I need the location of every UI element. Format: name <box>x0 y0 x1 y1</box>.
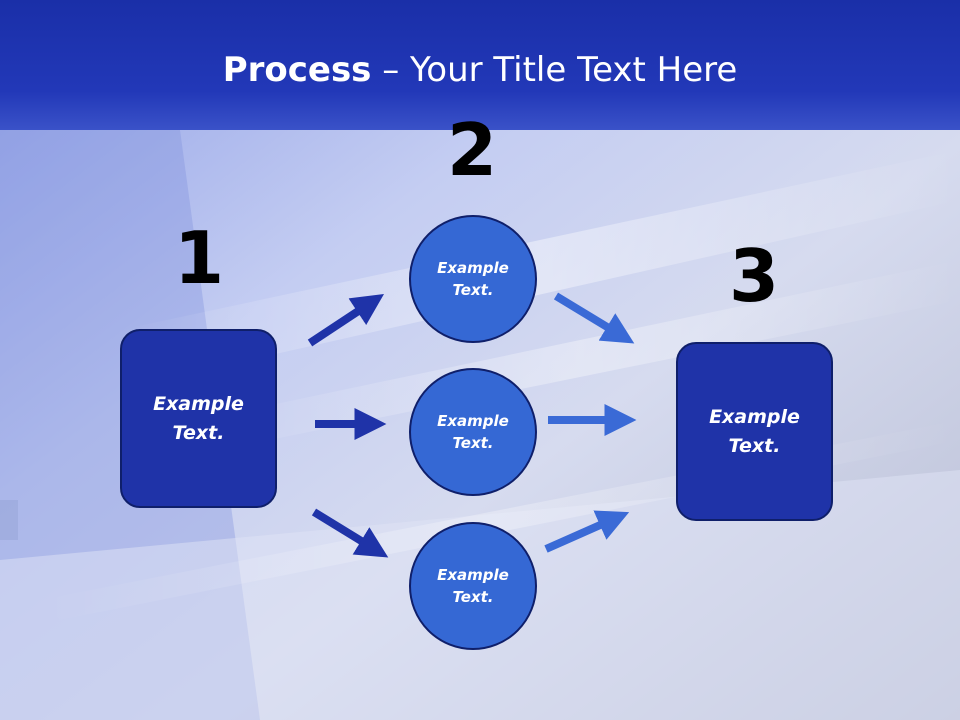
step-2-circle-bottom: Example Text. <box>409 522 537 650</box>
step-3-line1: Example <box>709 406 800 428</box>
title-rest: – Your Title Text Here <box>371 50 738 90</box>
arrow-right-icon <box>553 292 635 344</box>
circle-middle-line1: Example <box>437 411 509 430</box>
step-number-2: 2 <box>446 108 498 192</box>
circle-bottom-line1: Example <box>437 565 509 584</box>
step-3-line2: Text. <box>728 434 781 457</box>
step-2-circle-top: Example Text. <box>409 215 537 343</box>
step-number-1: 1 <box>173 216 225 300</box>
arrow-right-icon <box>307 294 385 347</box>
step-2-circle-middle: Example Text. <box>409 368 537 496</box>
step-1-line2: Text. <box>172 421 225 444</box>
circle-top-line2: Text. <box>452 281 494 299</box>
circle-middle-line2: Text. <box>452 434 494 452</box>
circle-bottom-line2: Text. <box>452 588 494 606</box>
arrow-right-icon <box>544 510 630 553</box>
slide-title: Process – Your Title Text Here <box>0 50 960 90</box>
step-1-box: Example Text. <box>120 329 277 508</box>
step-3-box: Example Text. <box>676 342 833 521</box>
step-number-3: 3 <box>728 234 780 318</box>
step-1-line1: Example <box>153 393 244 415</box>
title-bar <box>0 0 960 130</box>
circle-top-line1: Example <box>437 258 509 277</box>
arrow-right-icon <box>311 508 389 558</box>
title-bold: Process <box>222 50 372 90</box>
